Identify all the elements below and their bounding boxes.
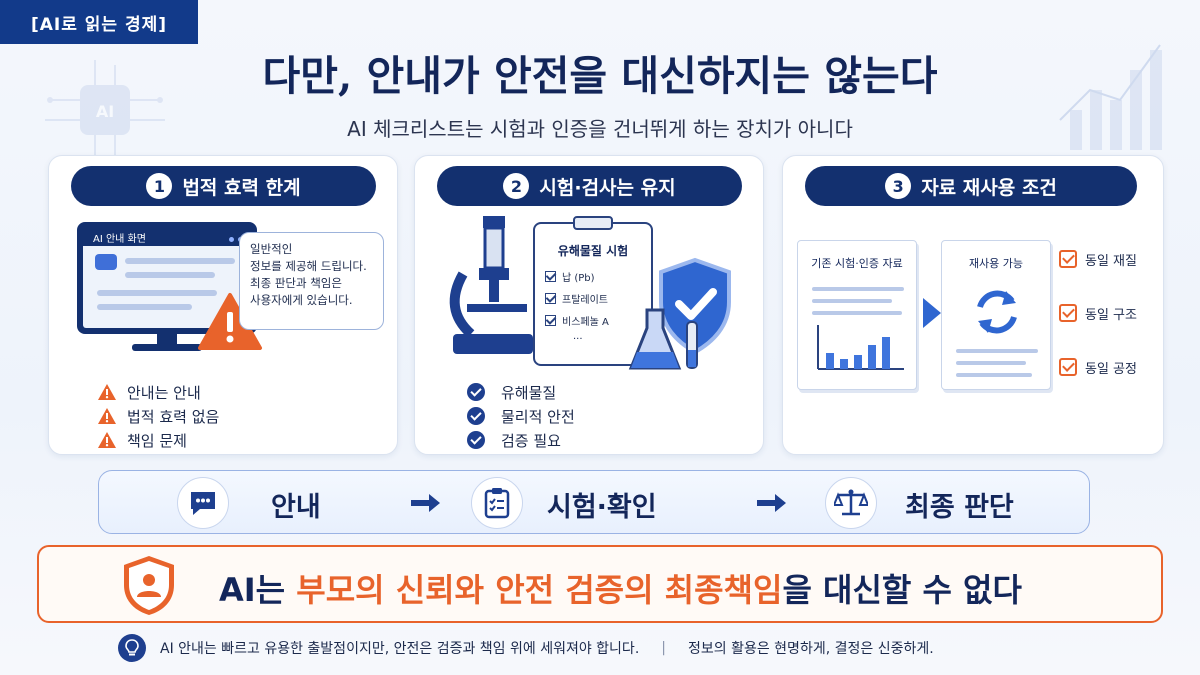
list-item: 유해물질 bbox=[467, 380, 575, 404]
shield-user-icon bbox=[124, 556, 174, 615]
list-item: 동일 공정 bbox=[1059, 356, 1137, 378]
checkbox-icon bbox=[545, 314, 556, 326]
card-number: 1 bbox=[146, 173, 173, 199]
microscope-icon bbox=[449, 216, 533, 354]
doc-title: 기존 시험·인증 자료 bbox=[811, 257, 903, 270]
card-number: 3 bbox=[885, 173, 912, 199]
page-title: 다만, 안내가 안전을 대신하지는 않는다 bbox=[262, 52, 938, 100]
scale-icon bbox=[825, 477, 877, 529]
list-item: 책임 문제 bbox=[97, 428, 219, 452]
card-legal-limit: 1 법적 효력 한계 AI 안내 화면 일반적인 정보를 제공해 드립니다 bbox=[48, 155, 398, 455]
footer: AI 안내는 빠르고 유용한 출발점이지만, 안전은 검증과 책임 위에 세워져… bbox=[118, 634, 934, 662]
flow-step-decision: 최종 판단 bbox=[905, 492, 1014, 523]
legal-limit-list: 안내는 안내 법적 효력 없음 책임 문제 bbox=[97, 380, 219, 452]
flask-icon bbox=[628, 308, 698, 370]
card-title: 법적 효력 한계 bbox=[182, 176, 301, 199]
check-circle-icon bbox=[467, 383, 485, 401]
test-clipboard: 유해물질 시험 납 (Pb) 프탈레이트 비스페놀 A ... bbox=[533, 216, 653, 366]
testing-list: 유해물질 물리적 안전 검증 필요 bbox=[467, 380, 575, 452]
flow-step-test: 시험·확인 bbox=[547, 492, 657, 523]
checkbox-checked-icon bbox=[1059, 250, 1077, 268]
list-item: 검증 필요 bbox=[467, 428, 575, 452]
chart-decoration-icon bbox=[1059, 44, 1162, 150]
key-message: AI는 부모의 신뢰와 안전 검증의 최종책임을 대신할 수 없다 bbox=[219, 571, 1022, 609]
chat-icon bbox=[95, 254, 117, 270]
page-subtitle: AI 체크리스트는 시험과 인증을 건너뛰게 하는 장치가 아니다 bbox=[347, 117, 853, 141]
reuse-conditions-list: 동일 재질 동일 구조 동일 공정 bbox=[1059, 248, 1137, 410]
list-item: 물리적 안전 bbox=[467, 404, 575, 428]
checkbox-checked-icon bbox=[1059, 358, 1077, 376]
disclaimer-bubble: 일반적인 정보를 제공해 드립니다. 최종 판단과 책임은 사용자에게 있습니다… bbox=[239, 232, 384, 330]
card-header: 1 법적 효력 한계 bbox=[71, 166, 376, 206]
card-header: 2 시험·검사는 유지 bbox=[437, 166, 742, 206]
list-item: 동일 구조 bbox=[1059, 302, 1137, 324]
arrow-right-icon bbox=[757, 494, 786, 512]
section-tag: [AI로 읽는 경제] bbox=[0, 0, 198, 44]
checkbox-icon bbox=[545, 270, 556, 282]
check-circle-icon bbox=[467, 431, 485, 449]
key-message-banner: AI는 부모의 신뢰와 안전 검증의 최종책임을 대신할 수 없다 bbox=[37, 545, 1163, 623]
ai-chip-label: AI bbox=[96, 102, 114, 121]
card-title: 시험·검사는 유지 bbox=[539, 176, 676, 199]
clipboard-item: 납 (Pb) bbox=[545, 265, 641, 287]
footer-right-text: 정보의 활용은 현명하게, 결정은 신중하게. bbox=[688, 641, 934, 657]
reusable-doc: 재사용 가능 bbox=[941, 240, 1051, 390]
flow-step-guide: 안내 bbox=[271, 492, 321, 523]
list-item: 법적 효력 없음 bbox=[97, 404, 219, 428]
check-circle-icon bbox=[467, 407, 485, 425]
arrow-right-icon bbox=[923, 298, 941, 328]
footer-left-text: AI 안내는 빠르고 유용한 출발점이지만, 안전은 검증과 책임 위에 세워져… bbox=[160, 641, 640, 657]
warning-icon bbox=[98, 384, 116, 400]
process-flow: 안내 시험·확인 최종 판단 bbox=[98, 470, 1090, 534]
list-item: 동일 재질 bbox=[1059, 248, 1137, 270]
footer-separator: | bbox=[661, 640, 666, 656]
clipboard-icon bbox=[471, 477, 523, 529]
bar-chart-icon bbox=[817, 325, 904, 370]
clipboard-title: 유해물질 시험 bbox=[557, 244, 629, 258]
lightbulb-icon bbox=[118, 634, 146, 662]
card-testing: 2 시험·검사는 유지 유해물질 시험 납 (Pb) 프탈레이트 비스페놀 A … bbox=[414, 155, 764, 455]
chat-bubble-icon bbox=[177, 477, 229, 529]
card-title: 자료 재사용 조건 bbox=[921, 176, 1057, 199]
shield-check-icon bbox=[659, 257, 731, 355]
checkbox-icon bbox=[545, 292, 556, 304]
warning-icon bbox=[98, 408, 116, 424]
list-item: 안내는 안내 bbox=[97, 380, 219, 404]
clipboard-item: 비스페놀 A bbox=[545, 309, 641, 331]
warning-icon bbox=[98, 432, 116, 448]
doc-title: 재사용 가능 bbox=[968, 257, 1024, 270]
card-number: 2 bbox=[503, 173, 530, 199]
clipboard-item: 프탈레이트 bbox=[545, 287, 641, 309]
card-header: 3 자료 재사용 조건 bbox=[805, 166, 1137, 206]
clipboard-more: ... bbox=[573, 331, 583, 342]
arrow-right-icon bbox=[411, 494, 440, 512]
circuit-decoration-icon: AI bbox=[45, 60, 165, 160]
checkbox-checked-icon bbox=[1059, 304, 1077, 322]
refresh-icon bbox=[977, 290, 1017, 334]
existing-doc: 기존 시험·인증 자료 bbox=[797, 240, 917, 390]
card-data-reuse: 3 자료 재사용 조건 기존 시험·인증 자료 재사용 가능 bbox=[782, 155, 1164, 455]
screen-title: AI 안내 화면 bbox=[83, 228, 251, 246]
